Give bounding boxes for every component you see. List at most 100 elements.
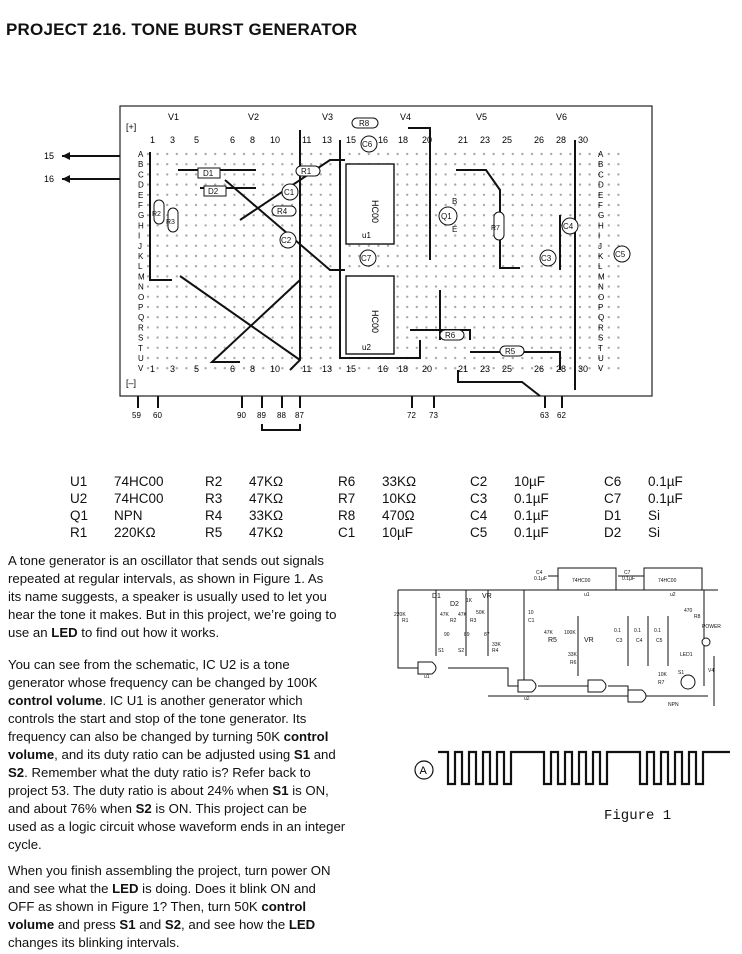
breadboard-hole xyxy=(242,254,246,258)
breadboard-hole xyxy=(223,163,226,166)
breadboard-hole xyxy=(281,316,284,319)
breadboard-hole xyxy=(329,173,332,176)
breadboard-hole xyxy=(569,346,572,349)
row-letter: B xyxy=(138,160,143,169)
column-number: 21 xyxy=(458,135,468,145)
c7-body xyxy=(359,249,377,267)
breadboard-hole xyxy=(396,275,399,278)
breadboard-hole xyxy=(146,305,150,309)
breadboard-hole xyxy=(473,316,476,319)
row-letter: Q xyxy=(138,313,144,322)
breadboard-hole xyxy=(146,244,150,247)
breadboard-hole xyxy=(617,316,620,319)
breadboard-hole xyxy=(415,183,418,186)
breadboard-hole xyxy=(415,295,418,298)
schem-u2-box xyxy=(643,567,703,591)
breadboard-hole xyxy=(492,367,495,370)
breadboard-hole xyxy=(550,316,553,319)
breadboard-hole xyxy=(146,316,150,319)
breadboard-hole xyxy=(444,285,447,288)
breadboard-hole xyxy=(262,285,265,288)
top-rail-label: [+] xyxy=(126,122,136,132)
row-letter: M xyxy=(598,272,605,281)
breadboard-hole xyxy=(185,193,188,196)
breadboard-hole xyxy=(329,336,332,339)
breadboard-hole xyxy=(578,305,582,309)
schem-label: R2 xyxy=(450,618,457,624)
breadboard-hole xyxy=(146,254,150,258)
text-line: When you finish assembling the project, … xyxy=(8,863,331,878)
breadboard-hole xyxy=(310,295,313,298)
breadboard-hole xyxy=(588,295,591,298)
breadboard-hole xyxy=(588,367,591,370)
breadboard-hole xyxy=(425,214,428,217)
breadboard-hole xyxy=(444,234,447,237)
breadboard-hole xyxy=(482,305,486,309)
breadboard-hole xyxy=(156,285,159,288)
breadboard-hole xyxy=(194,214,198,217)
breadboard-hole xyxy=(290,265,294,268)
breadboard-hole xyxy=(386,265,390,268)
schem-label: 87 xyxy=(484,632,490,638)
breadboard-hole xyxy=(540,295,543,298)
breadboard-hole xyxy=(319,316,322,319)
terminal-60: 60 xyxy=(153,411,162,420)
breadboard-hole xyxy=(588,193,591,196)
breadboard-hole xyxy=(425,203,428,207)
text-line: project 53. The duty ratio is about 24% … xyxy=(8,782,356,800)
breadboard-hole xyxy=(329,214,332,217)
breadboard-hole xyxy=(425,244,428,247)
text-span: and xyxy=(135,917,165,932)
breadboard-hole xyxy=(559,346,562,349)
breadboard-hole xyxy=(262,346,265,349)
breadboard-hole xyxy=(444,305,447,309)
breadboard-hole xyxy=(262,336,265,339)
breadboard-hole xyxy=(434,183,438,186)
breadboard-hole xyxy=(214,163,217,166)
text-line: hear the tone it makes. But in this proj… xyxy=(8,607,337,622)
breadboard-hole xyxy=(319,152,322,156)
breadboard-hole xyxy=(281,367,284,370)
breadboard-hole xyxy=(415,336,418,339)
breadboard-hole xyxy=(521,356,524,360)
breadboard-hole xyxy=(262,305,265,309)
breadboard-hole xyxy=(425,346,428,349)
schem-label: D1 xyxy=(432,593,441,600)
breadboard-hole xyxy=(310,244,313,247)
breadboard-hole xyxy=(252,275,255,278)
breadboard-hole xyxy=(185,346,188,349)
row-letter: H xyxy=(598,221,604,230)
breadboard-hole xyxy=(233,326,236,329)
text-line: control volume. IC U1 is another generat… xyxy=(8,692,356,710)
breadboard-hole xyxy=(262,295,265,298)
ic-u2-name: u2 xyxy=(362,343,371,352)
breadboard-hole xyxy=(511,183,514,186)
part-id: C5 xyxy=(470,525,488,540)
breadboard-hole xyxy=(204,214,207,217)
breadboard-hole xyxy=(588,183,591,186)
breadboard-hole xyxy=(598,367,601,370)
column-number: 10 xyxy=(270,364,280,374)
breadboard-hole xyxy=(406,152,409,156)
breadboard-hole xyxy=(502,316,505,319)
breadboard-hole xyxy=(262,254,265,258)
breadboard-hole xyxy=(175,183,178,186)
r8-label: R8 xyxy=(359,119,370,128)
text-span: , and see how the xyxy=(181,917,289,932)
breadboard-hole xyxy=(463,254,466,258)
breadboard-hole xyxy=(185,367,188,370)
breadboard-hole xyxy=(358,367,361,370)
breadboard-hole xyxy=(223,203,226,207)
text-line: S2. Remember what the duty ratio is? Ref… xyxy=(8,764,356,782)
ic-u1-name: u1 xyxy=(362,231,371,240)
breadboard-hole xyxy=(146,173,150,176)
breadboard-hole xyxy=(406,234,409,237)
breadboard-hole xyxy=(262,356,265,360)
breadboard-hole xyxy=(252,254,255,258)
breadboard-hole xyxy=(319,336,322,339)
breadboard-hole xyxy=(262,173,265,176)
text-line: and about 76% when S2 is ON. This projec… xyxy=(8,800,356,818)
waveform-figure: A xyxy=(414,750,730,786)
breadboard-hole xyxy=(415,305,418,309)
